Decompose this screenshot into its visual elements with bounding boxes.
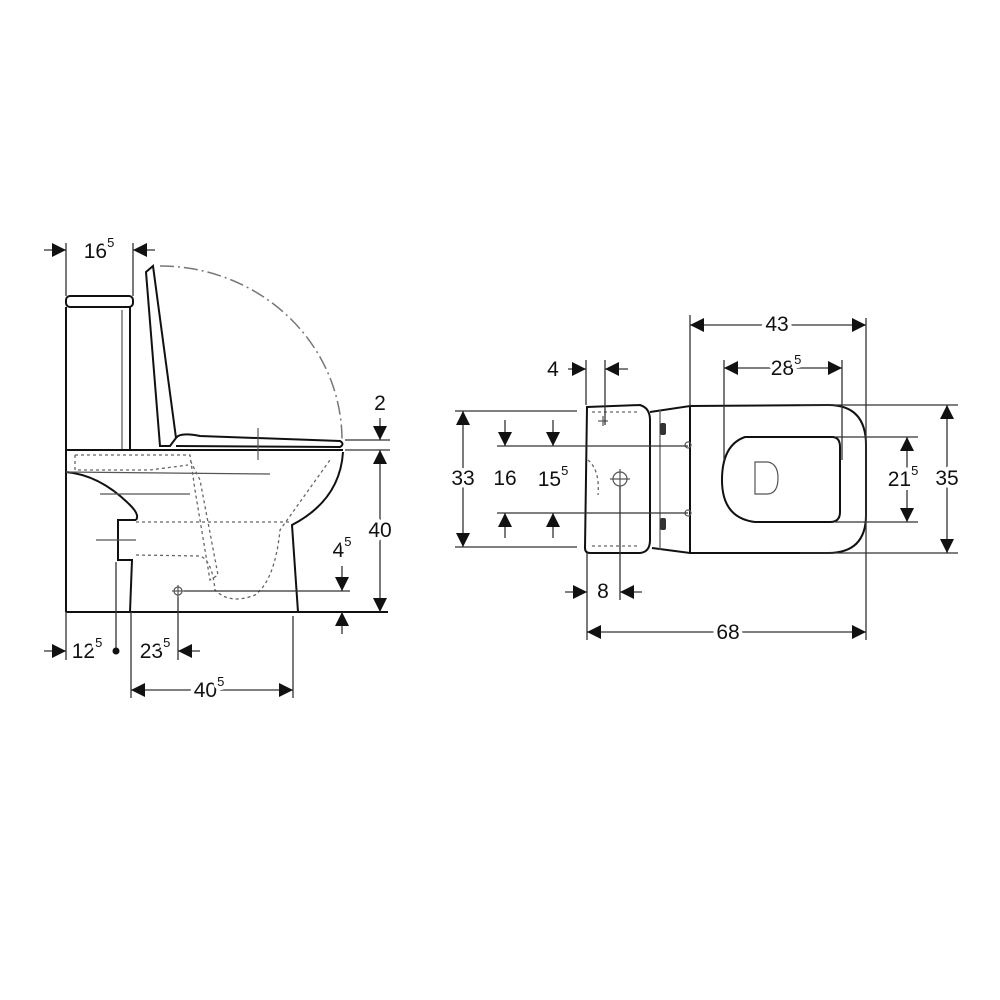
dim-label: 68 [716, 621, 739, 644]
dim-label: 285 [771, 352, 802, 379]
top-view-outline [583, 403, 867, 555]
side-view-outline [65, 264, 388, 613]
dim-outlet-offset: 235 [136, 597, 200, 667]
dim-wall-to-inlet: 125 [44, 562, 120, 667]
dim-seat-width: 215 [835, 436, 922, 523]
dim-label: 33 [451, 467, 474, 490]
dim-label: 215 [888, 463, 919, 490]
dim-label: 2 [374, 392, 386, 415]
dim-seat-height: 40 [364, 450, 396, 612]
dim-foot-length: 405 [130, 612, 294, 706]
dim-label: 405 [194, 674, 225, 701]
dim-bowl-length: 43 [689, 309, 867, 640]
dim-tank-depth: 165 [44, 231, 155, 296]
dim-label: 43 [765, 313, 788, 336]
dim-total-length: 68 [587, 617, 866, 648]
dim-label: 235 [140, 635, 171, 662]
dim-fixing-spacing-b: 155 [534, 420, 572, 538]
dim-seat-length: 285 [723, 348, 843, 460]
dim-label: 4 [547, 358, 559, 381]
dim-inlet-offset: 8 [565, 487, 642, 640]
dim-label: 155 [538, 463, 569, 490]
dim-label: 35 [935, 467, 958, 490]
dim-fixing-spacing-a: 16 [489, 420, 521, 538]
dim-seat-gap: 2 [345, 388, 390, 451]
top-view: 43 285 4 33 16 [447, 309, 963, 648]
dim-outlet-height: 45 [184, 530, 355, 634]
dim-label: 165 [84, 235, 115, 262]
dim-bowl-width: 35 [800, 404, 963, 554]
dim-label: 40 [368, 519, 391, 542]
dim-label: 16 [493, 467, 516, 490]
dim-tank-offset: 4 [543, 354, 628, 425]
dim-tank-width: 33 [447, 410, 577, 548]
dim-label: 8 [597, 580, 609, 603]
side-view: 165 2 40 45 125 [44, 231, 396, 706]
dim-label: 45 [333, 534, 352, 561]
dim-label: 125 [72, 635, 103, 662]
